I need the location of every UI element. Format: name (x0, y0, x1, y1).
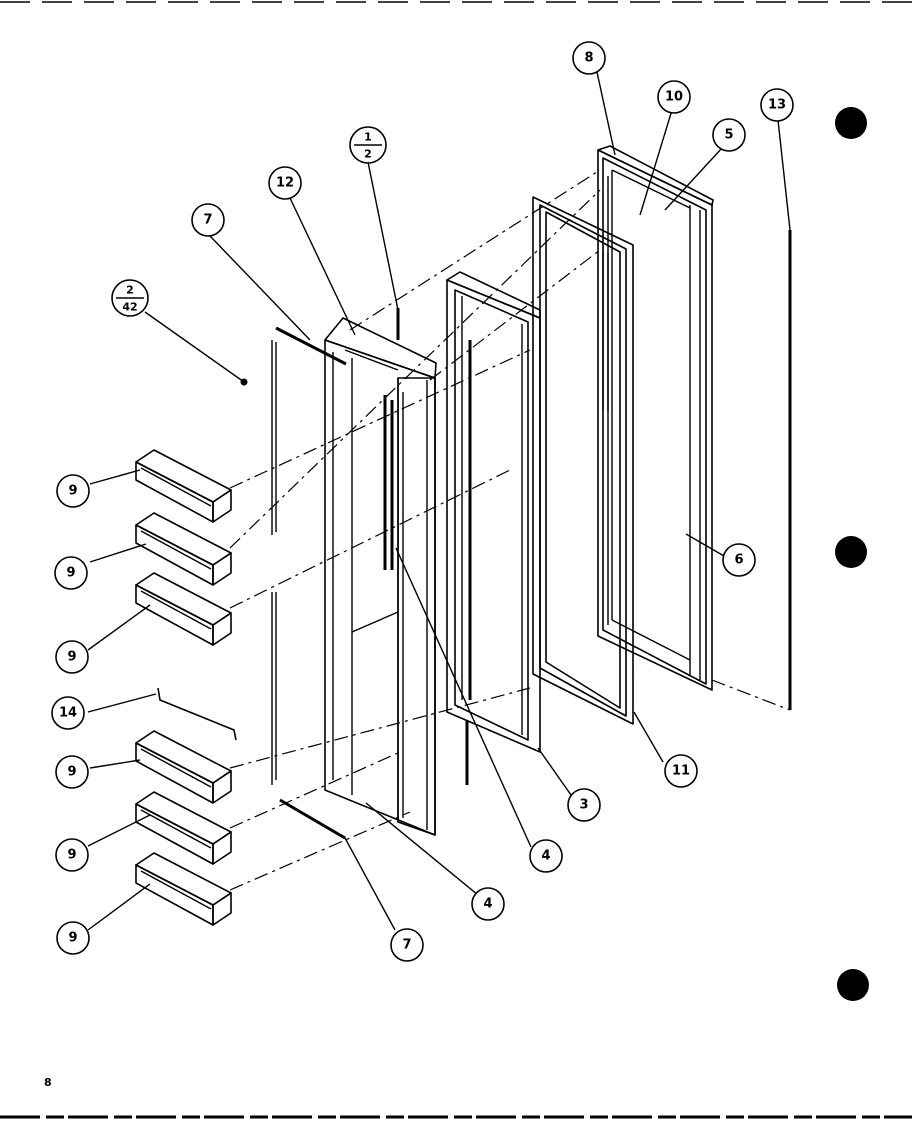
door-gasket (532, 196, 634, 725)
svg-text:4: 4 (541, 849, 550, 864)
callout-1-over-2: 1 2 (349, 126, 387, 164)
svg-text:42: 42 (122, 301, 137, 314)
callout-7-top: 7 (191, 203, 225, 237)
rail-clip-upper (275, 326, 347, 366)
svg-text:1: 1 (364, 131, 372, 144)
binder-hole-bottom (837, 969, 869, 1001)
leader-lines (87, 71, 791, 931)
door-bin-6 (135, 852, 232, 926)
svg-text:9: 9 (68, 484, 77, 499)
callout-9-d: 9 (55, 755, 89, 789)
svg-text:9: 9 (68, 931, 77, 946)
svg-text:4: 4 (483, 897, 492, 912)
door-bin-3 (135, 572, 232, 646)
svg-text:3: 3 (579, 798, 588, 813)
rail-clip-lower (279, 798, 346, 840)
svg-text:8: 8 (584, 51, 593, 66)
door-liner (324, 317, 437, 836)
shelf-bracket (157, 687, 237, 741)
callout-12: 12 (268, 166, 302, 200)
callout-8: 8 (572, 41, 606, 75)
door-bin-5 (135, 791, 232, 865)
outer-door-panel (597, 145, 714, 691)
callout-9-f: 9 (56, 921, 90, 955)
svg-text:9: 9 (66, 566, 75, 581)
callout-13: 13 (760, 88, 794, 122)
callout-9-b: 9 (54, 556, 88, 590)
callout-4-lower: 4 (471, 887, 505, 921)
door-bin-2 (135, 512, 232, 586)
callout-10: 10 (657, 80, 691, 114)
svg-text:13: 13 (768, 98, 786, 113)
inner-liner-frame (446, 271, 541, 753)
svg-text:2: 2 (126, 284, 134, 297)
callout-5: 5 (712, 118, 746, 152)
callout-9-c: 9 (55, 640, 89, 674)
callout-11: 11 (664, 754, 698, 788)
callout-4-upper: 4 (529, 839, 563, 873)
binder-hole-top (835, 107, 867, 139)
callout-6: 6 (722, 543, 756, 577)
svg-text:9: 9 (67, 848, 76, 863)
svg-text:6: 6 (734, 553, 743, 568)
page-number: 8 (44, 1076, 52, 1089)
svg-text:2: 2 (364, 148, 372, 161)
callout-14: 14 (51, 696, 85, 730)
door-bins (135, 449, 232, 926)
screw-part (240, 378, 248, 386)
svg-text:14: 14 (59, 706, 77, 721)
svg-text:9: 9 (67, 650, 76, 665)
svg-text:11: 11 (672, 764, 690, 779)
callout-3: 3 (567, 788, 601, 822)
svg-text:9: 9 (67, 765, 76, 780)
door-bin-1 (135, 449, 232, 523)
svg-text:10: 10 (665, 90, 683, 105)
svg-text:7: 7 (203, 213, 212, 228)
door-bin-4 (135, 730, 232, 804)
callout-7-bottom: 7 (390, 928, 424, 962)
callout-2-over-42: 2 42 (111, 279, 149, 317)
svg-text:5: 5 (724, 128, 733, 143)
callout-9-a: 9 (56, 474, 90, 508)
svg-text:12: 12 (276, 176, 294, 191)
binder-hole-middle (835, 536, 867, 568)
callout-9-e: 9 (55, 838, 89, 872)
svg-text:7: 7 (402, 938, 411, 953)
alignment-lines (229, 169, 791, 891)
